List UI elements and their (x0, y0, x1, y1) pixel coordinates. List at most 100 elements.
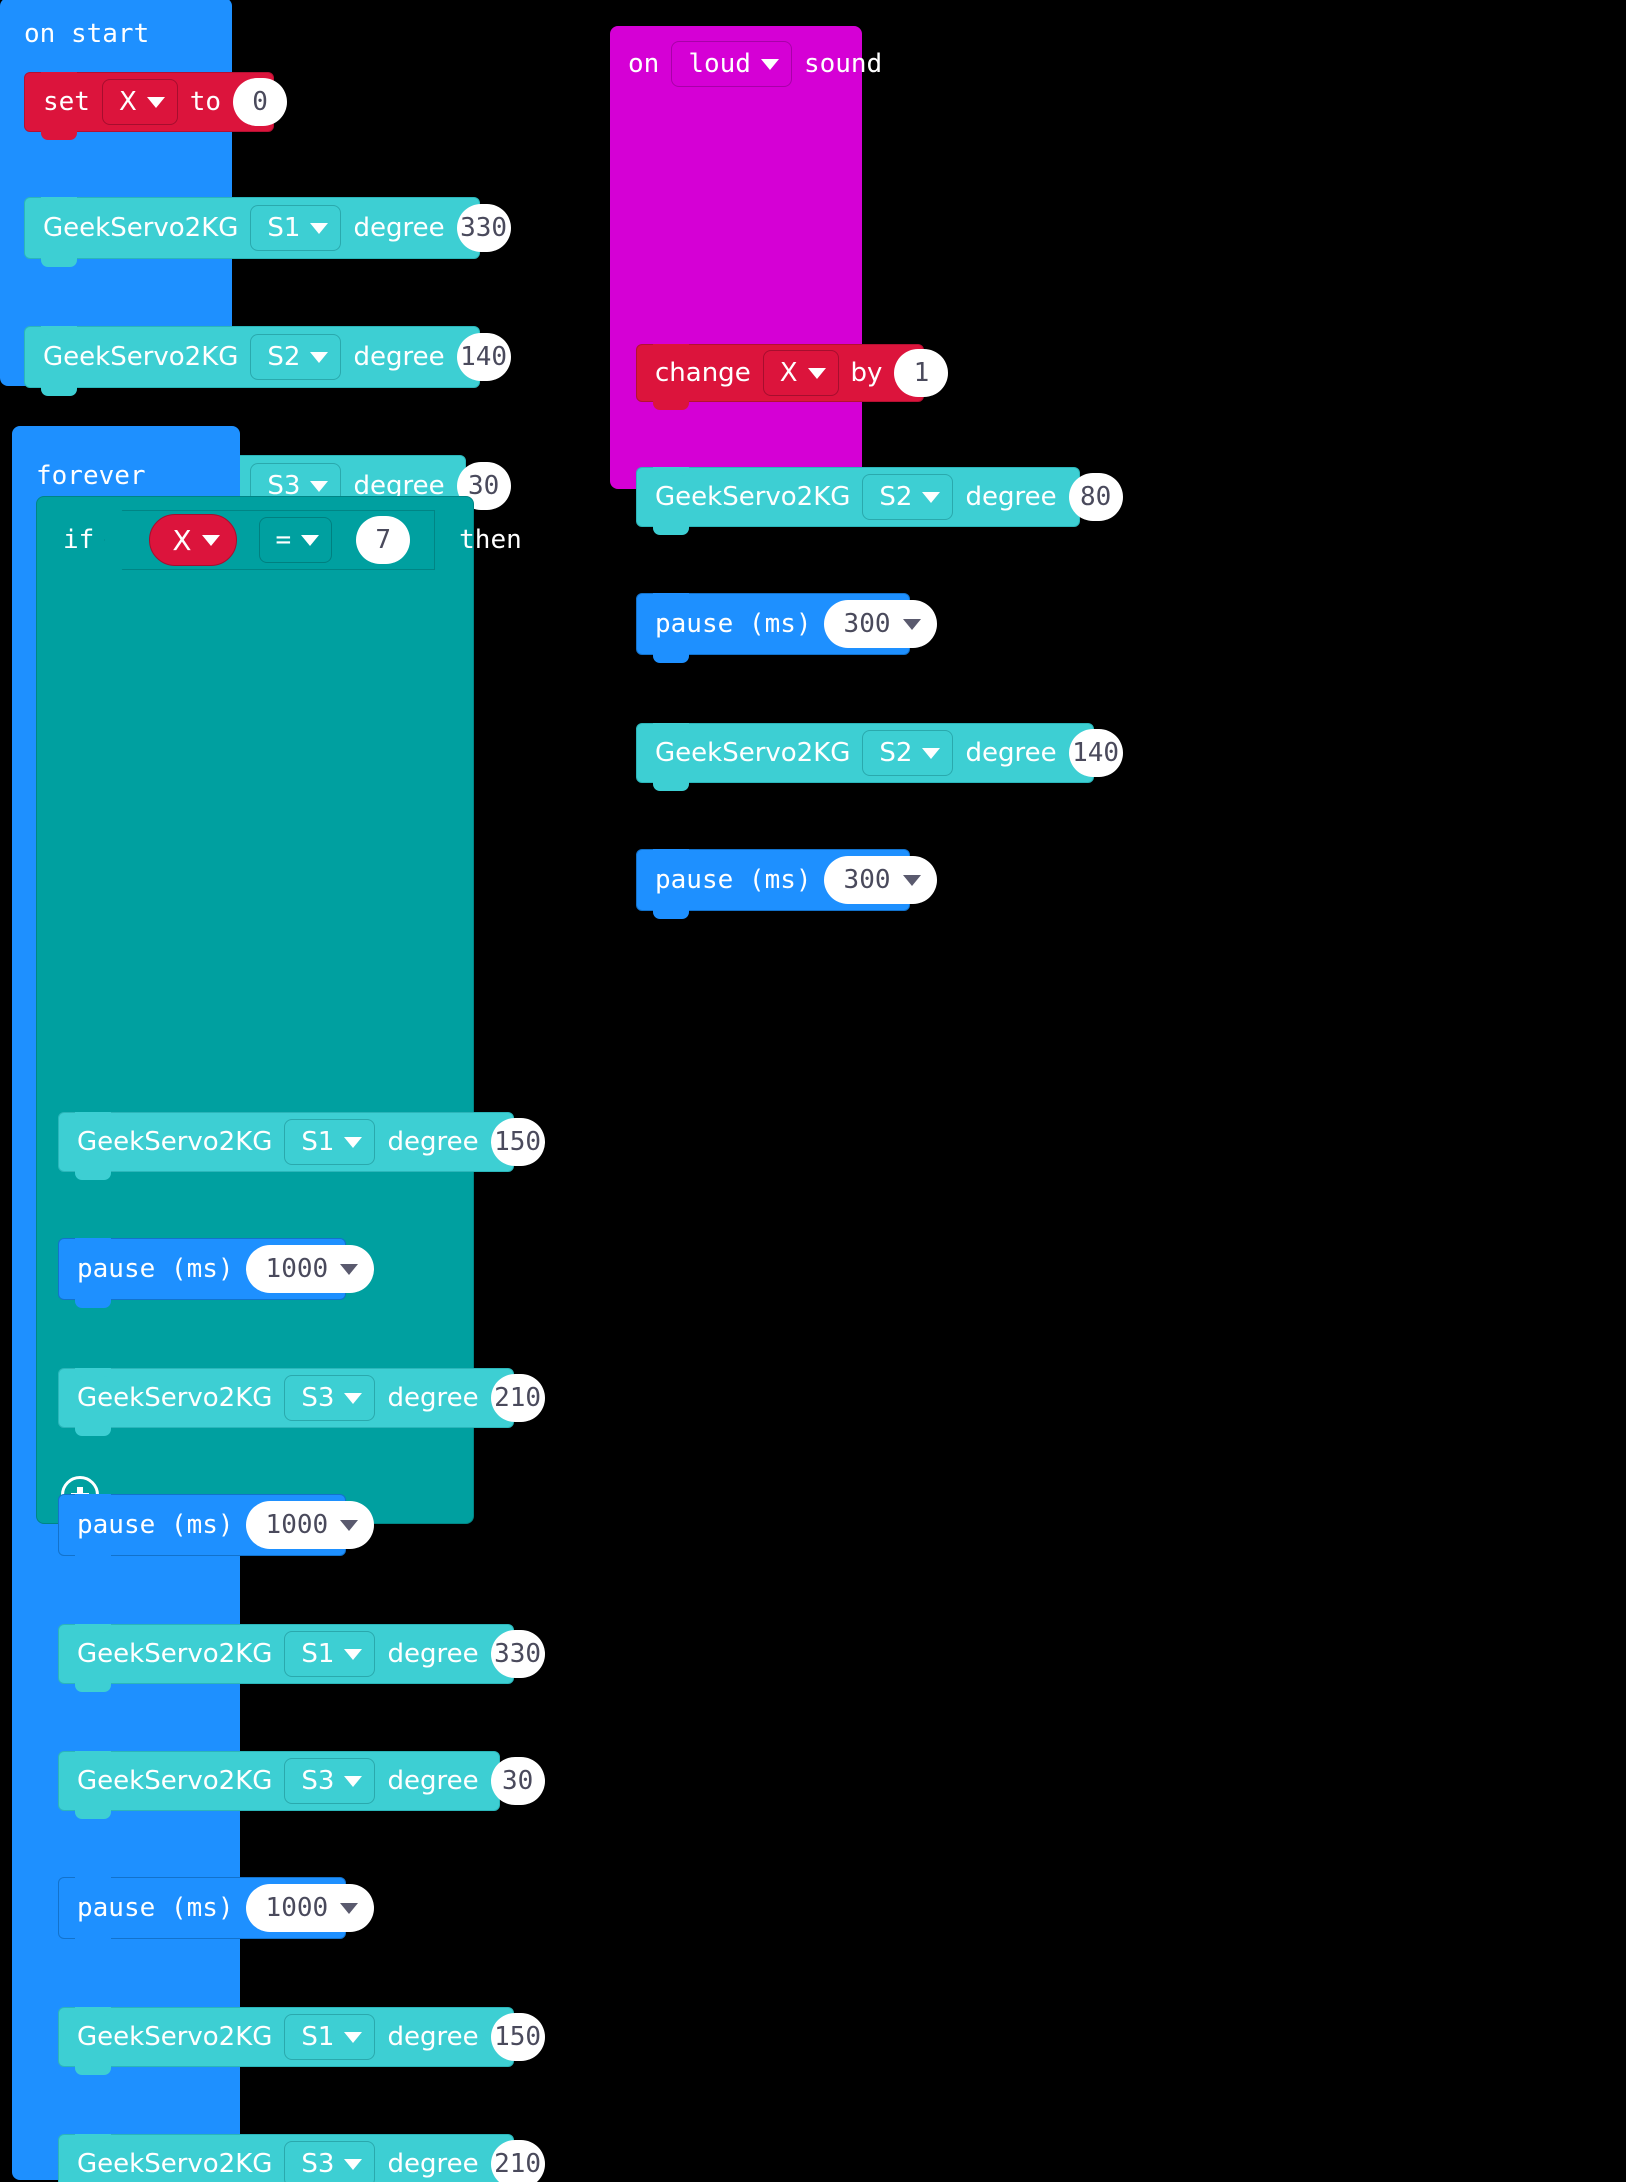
servo-port-dropdown[interactable]: S1 (284, 2014, 376, 2060)
pause-value-dropdown[interactable]: 1000 (245, 1884, 375, 1932)
on-label: on (628, 49, 660, 79)
degree-label: degree (387, 2022, 479, 2052)
servo-port-dropdown[interactable]: S2 (862, 474, 954, 520)
servo-block[interactable]: GeekServo2KG S2 degree 80 (636, 467, 1123, 535)
comparison-expression[interactable]: X = 7 (104, 510, 436, 570)
pause-block[interactable]: pause (ms) 1000 (58, 1877, 375, 1947)
degree-value-input[interactable]: 140 (456, 333, 511, 381)
servo-port-dropdown[interactable]: S3 (284, 1758, 376, 1804)
servo-port-value: S1 (301, 1639, 335, 1669)
servo-port-dropdown[interactable]: S1 (284, 1119, 376, 1165)
pause-block[interactable]: pause (ms) 300 (636, 593, 937, 663)
degree-label: degree (353, 342, 445, 372)
sound-level-dropdown[interactable]: loud (671, 41, 792, 87)
pause-block[interactable]: pause (ms) 1000 (58, 1494, 375, 1564)
pause-label: pause (ms) (655, 609, 812, 639)
if-then-block[interactable]: if X = 7 then (36, 496, 522, 1524)
chevron-down-icon (922, 491, 941, 503)
degree-value-input[interactable]: 330 (456, 204, 511, 252)
servo-port-dropdown[interactable]: S3 (284, 1375, 376, 1421)
forever-label: forever (36, 461, 146, 491)
compare-value-input[interactable]: 7 (356, 516, 411, 564)
servo-block[interactable]: GeekServo2KG S3 degree 210 (58, 1368, 545, 1436)
servo-block[interactable]: GeekServo2KG S2 degree 140 (24, 326, 511, 396)
change-value-input[interactable]: 1 (894, 349, 949, 397)
servo-block[interactable]: GeekServo2KG S1 degree 150 (58, 1112, 545, 1180)
servo-block[interactable]: GeekServo2KG S1 degree 150 (58, 2007, 545, 2075)
degree-value-input[interactable]: 30 (456, 462, 511, 510)
degree-value-input[interactable]: 150 (490, 1118, 545, 1166)
degree-value-input[interactable]: 80 (1068, 473, 1123, 521)
chevron-down-icon (807, 367, 826, 379)
chevron-down-icon (310, 480, 329, 492)
operator-dropdown[interactable]: = (258, 517, 333, 563)
servo-block[interactable]: GeekServo2KG S1 degree 330 (24, 197, 511, 267)
servo-block[interactable]: GeekServo2KG S3 degree 30 (58, 1751, 545, 1819)
servo-port-value: S2 (879, 482, 913, 512)
pause-value: 1000 (265, 1254, 329, 1284)
servo-name-label: GeekServo2KG (77, 1639, 273, 1669)
variable-dropdown-x[interactable]: X (101, 79, 178, 125)
chevron-down-icon (344, 1775, 363, 1787)
then-label: then (459, 525, 522, 555)
degree-label: degree (387, 2149, 479, 2179)
pause-block[interactable]: pause (ms) 300 (636, 849, 937, 919)
degree-label: degree (387, 1639, 479, 1669)
pause-value-dropdown[interactable]: 1000 (245, 1501, 375, 1549)
chevron-down-icon (344, 1648, 363, 1660)
chevron-down-icon (760, 58, 779, 70)
change-variable-block[interactable]: change X by 1 (636, 344, 949, 410)
servo-port-value: S3 (301, 1383, 335, 1413)
variable-dropdown-x[interactable]: X (762, 350, 839, 396)
servo-name-label: GeekServo2KG (655, 482, 851, 512)
degree-value-input[interactable]: 330 (490, 1630, 545, 1678)
servo-name-label: GeekServo2KG (43, 213, 239, 243)
servo-port-value: S1 (267, 213, 301, 243)
on-start-label: on start (24, 19, 150, 49)
degree-value-input[interactable]: 210 (490, 1374, 545, 1422)
chevron-down-icon (301, 534, 320, 546)
pause-value: 1000 (265, 1510, 329, 1540)
servo-port-value: S2 (879, 738, 913, 768)
pause-label: pause (ms) (77, 1254, 234, 1284)
servo-name-label: GeekServo2KG (43, 342, 239, 372)
servo-name-label: GeekServo2KG (77, 2149, 273, 2179)
pause-block[interactable]: pause (ms) 1000 (58, 1238, 375, 1308)
chevron-down-icon (344, 2031, 363, 2043)
pause-value-dropdown[interactable]: 1000 (245, 1245, 375, 1293)
variable-name: X (172, 523, 192, 557)
on-loud-sound-block[interactable]: on loud sound (610, 26, 882, 489)
chevron-down-icon (201, 534, 220, 546)
servo-block[interactable]: GeekServo2KG S1 degree 330 (58, 1624, 545, 1692)
degree-value-input[interactable]: 30 (490, 1757, 545, 1805)
servo-port-dropdown[interactable]: S2 (862, 730, 954, 776)
servo-block[interactable]: GeekServo2KG S2 degree 140 (636, 723, 1123, 791)
set-value-input[interactable]: 0 (233, 78, 288, 126)
set-label: set (43, 87, 90, 117)
chevron-down-icon (146, 96, 165, 108)
chevron-down-icon (344, 1392, 363, 1404)
pause-value-dropdown[interactable]: 300 (823, 856, 937, 904)
degree-label: degree (387, 1383, 479, 1413)
servo-port-value: S3 (301, 2149, 335, 2179)
chevron-down-icon (902, 874, 921, 886)
degree-value-input[interactable]: 140 (1068, 729, 1123, 777)
servo-port-dropdown[interactable]: S1 (284, 1631, 376, 1677)
on-start-block[interactable]: on start (0, 0, 232, 386)
variable-name: X (118, 87, 137, 117)
pause-value-dropdown[interactable]: 300 (823, 600, 937, 648)
servo-port-value: S3 (301, 1766, 335, 1796)
chevron-down-icon (922, 747, 941, 759)
set-variable-block[interactable]: set X to 0 (24, 72, 288, 140)
servo-block[interactable]: GeekServo2KG S3 degree 210 (58, 2134, 545, 2182)
servo-port-dropdown[interactable]: S1 (250, 205, 342, 251)
degree-value-input[interactable]: 150 (490, 2013, 545, 2061)
degree-label: degree (387, 1766, 479, 1796)
degree-value-input[interactable]: 210 (490, 2140, 545, 2182)
operator-value: = (275, 525, 292, 555)
servo-port-dropdown[interactable]: S3 (284, 2141, 376, 2182)
servo-port-dropdown[interactable]: S2 (250, 334, 342, 380)
if-header-row: if X = 7 then (37, 497, 522, 583)
variable-reporter-x[interactable]: X (149, 514, 237, 566)
